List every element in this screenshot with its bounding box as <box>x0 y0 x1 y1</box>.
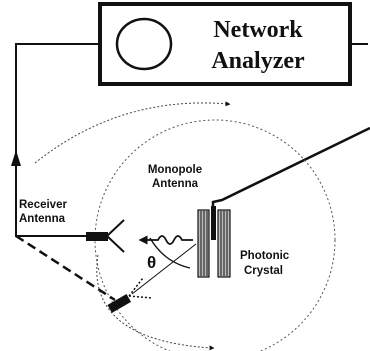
crystal-label-line1: Photonic <box>240 250 290 262</box>
analyzer-label-line2: Analyzer <box>211 48 305 74</box>
cable-direction-arrow <box>11 150 21 166</box>
monopole-feed-line <box>211 126 370 230</box>
receiver-antenna <box>86 219 125 253</box>
angle-theta-label: θ <box>147 253 156 272</box>
rotated-receiver-antenna <box>107 277 153 313</box>
monopole-label-line2: Antenna <box>152 178 199 190</box>
crystal-label-line2: Crystal <box>244 265 283 277</box>
rotation-arc-top <box>34 101 231 164</box>
receiver-label-line1: Receiver <box>19 199 67 211</box>
angle-ray <box>131 243 197 295</box>
receiver-label-line2: Antenna <box>19 213 66 225</box>
emitted-wave <box>138 235 193 245</box>
rotated-position-line <box>15 234 116 302</box>
analyzer-label-line1: Network <box>213 17 303 43</box>
monopole-label-line1: Monopole <box>148 164 202 176</box>
receiver-cable <box>15 43 100 237</box>
analyzer-screen-circle <box>115 17 173 71</box>
angle-arc <box>149 237 191 269</box>
rotation-arc-bottom <box>96 254 215 351</box>
photonic-crystal <box>197 206 231 278</box>
measurement-circle <box>94 119 336 351</box>
